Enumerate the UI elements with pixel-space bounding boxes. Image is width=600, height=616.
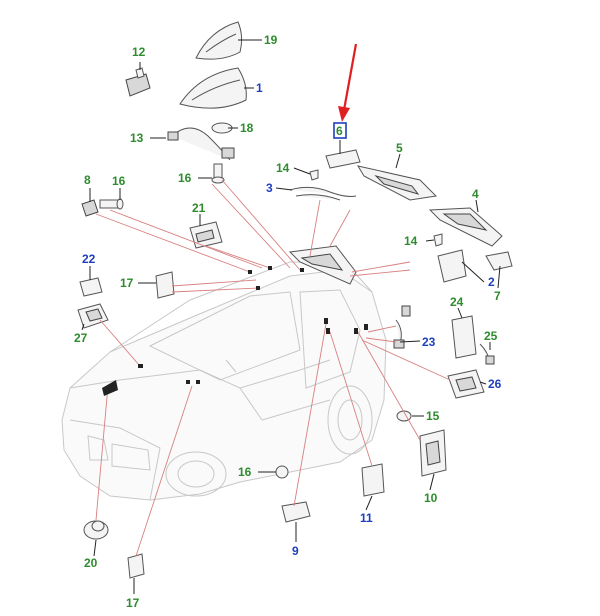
callout-16-b[interactable]: 16	[178, 171, 192, 185]
callout-1[interactable]: 1	[256, 81, 263, 95]
roof-console	[288, 245, 357, 285]
callout-11[interactable]: 11	[360, 511, 373, 525]
callout-16-a[interactable]: 16	[112, 174, 126, 188]
callout-24[interactable]: 24	[450, 295, 464, 309]
callout-5[interactable]: 5	[396, 141, 403, 155]
callout-14-b[interactable]: 14	[404, 234, 418, 248]
callout-10[interactable]: 10	[424, 491, 438, 505]
callout-23[interactable]: 23	[422, 335, 436, 349]
part-9-sensor	[281, 501, 311, 523]
callout-20[interactable]: 20	[84, 556, 98, 570]
part-25-sensor	[479, 343, 495, 365]
callout-labels: 1 2 3 4 5 6 7 8 9 10 11 12 13 14 14 15 1…	[74, 33, 502, 610]
part-24-module	[451, 315, 477, 359]
callout-22[interactable]: 22	[82, 252, 96, 266]
callout-2[interactable]: 2	[488, 275, 495, 289]
part-6-bracket	[325, 149, 361, 169]
callout-4[interactable]: 4	[472, 187, 479, 201]
callout-26[interactable]: 26	[488, 377, 502, 391]
part-5-panel	[356, 165, 438, 201]
vehicle-outline	[61, 261, 387, 501]
callout-27[interactable]: 27	[74, 331, 88, 345]
part-27-bracket	[77, 303, 109, 329]
location-leaders	[95, 179, 451, 557]
part-17-connector-upper	[155, 271, 175, 299]
callout-6[interactable]: 6	[336, 124, 343, 138]
part-12-module	[125, 67, 151, 97]
callout-leaders	[81, 39, 501, 594]
part-16-connector-lower	[275, 465, 289, 479]
highlight-marker	[333, 43, 358, 154]
part-14-clip-upper	[309, 169, 319, 181]
callout-7[interactable]: 7	[494, 289, 501, 303]
part-23-harness	[393, 305, 411, 349]
callout-25[interactable]: 25	[484, 329, 498, 343]
part-1-fin-antenna	[179, 67, 247, 109]
part-13-harness	[167, 127, 235, 161]
red-arrow-head	[338, 106, 350, 122]
part-16-connector-top	[211, 163, 225, 184]
callout-8[interactable]: 8	[84, 173, 91, 187]
callout-3[interactable]: 3	[266, 181, 273, 195]
callout-17-a[interactable]: 17	[120, 276, 134, 290]
part-11-module	[361, 463, 385, 497]
location-dots	[102, 266, 368, 396]
callout-15[interactable]: 15	[426, 409, 440, 423]
callout-17-b[interactable]: 17	[126, 596, 140, 610]
callout-12[interactable]: 12	[132, 45, 146, 59]
callout-6-highlight-box[interactable]	[333, 122, 347, 139]
red-arrow	[342, 43, 358, 111]
callout-16-c[interactable]: 16	[238, 465, 252, 479]
part-2-bracket	[437, 249, 467, 283]
part-26-control-unit	[447, 369, 485, 399]
callout-9[interactable]: 9	[292, 544, 299, 558]
part-16-connector-left	[99, 198, 124, 210]
callout-14-a[interactable]: 14	[276, 161, 290, 175]
part-20-sensor	[83, 520, 109, 540]
part-8-sensor	[81, 199, 99, 217]
part-22-sensor	[79, 277, 103, 297]
part-21-control-module	[189, 221, 223, 249]
callout-19[interactable]: 19	[264, 33, 278, 47]
part-17-connector-lower	[127, 553, 145, 579]
part-7-trim	[485, 251, 513, 271]
part-14-clip-right	[433, 233, 443, 247]
callout-13[interactable]: 13	[130, 131, 144, 145]
callout-18[interactable]: 18	[240, 121, 254, 135]
part-19-fin-antenna-cover	[195, 21, 243, 60]
part-4-panel	[428, 207, 503, 247]
part-10-module	[419, 429, 447, 477]
part-3-harness	[289, 186, 357, 201]
callout-21[interactable]: 21	[192, 201, 206, 215]
